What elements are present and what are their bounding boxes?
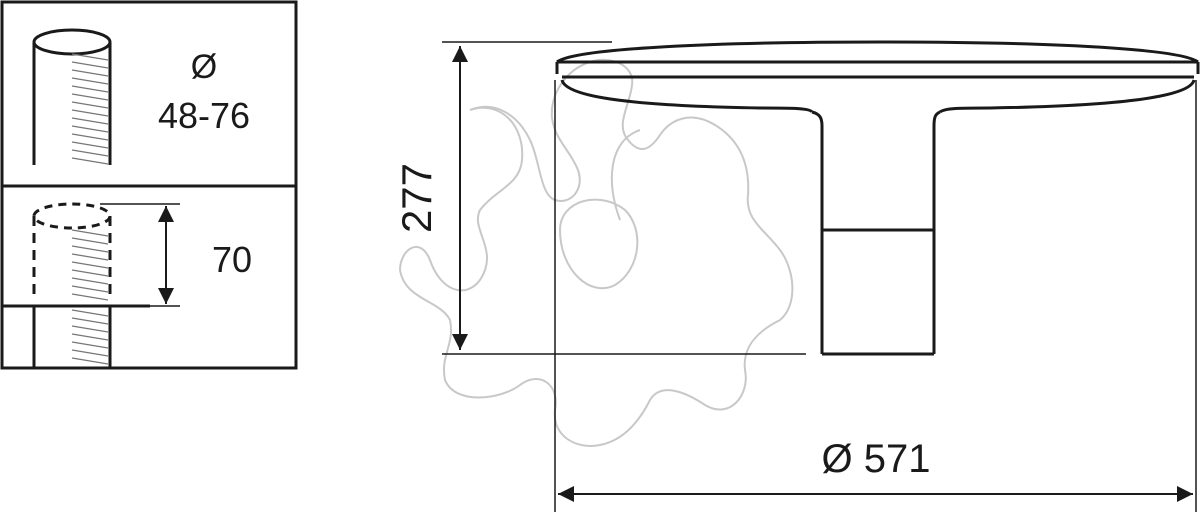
pole-insertion-illustration [2, 202, 180, 368]
diameter-symbol-label: Ø [191, 48, 217, 86]
insertion-depth-label: 70 [212, 239, 252, 280]
height-dimension-label: 277 [393, 163, 440, 233]
diameter-dimension [554, 80, 1197, 512]
pole-diameter-range-label: 48-76 [158, 95, 250, 136]
height-dimension [442, 41, 806, 355]
pole-diameter-illustration [32, 28, 112, 165]
diameter-dimension-label: Ø 571 [822, 437, 931, 481]
luminaire-outline [555, 40, 1200, 356]
pole-spec-panel: Ø 48-76 70 [0, 0, 298, 370]
watermark-logo [398, 58, 794, 447]
